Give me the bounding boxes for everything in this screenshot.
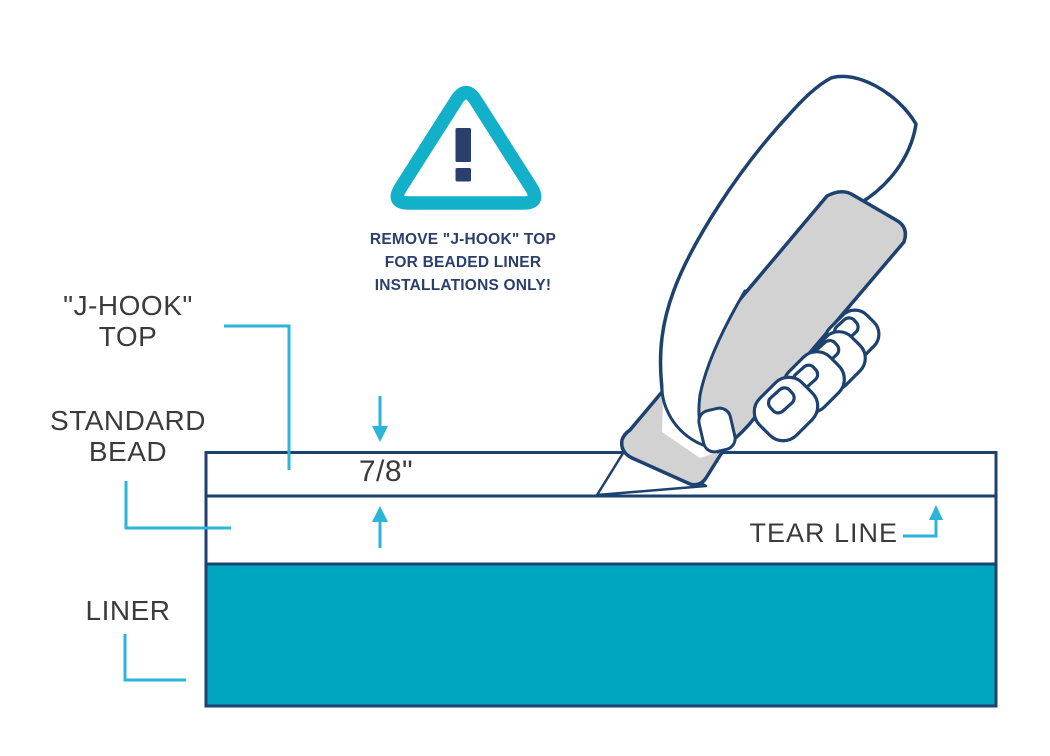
tear-line-leader-line [903, 518, 938, 538]
warning-caption: REMOVE "J-HOOK" TOP FOR BEADED LINER INS… [338, 229, 588, 297]
label-jhook-top: "J-HOOK" TOP [30, 290, 226, 353]
fingers [752, 308, 881, 443]
tear-line-arrowhead-icon [929, 505, 943, 520]
warning-triangle-icon [390, 85, 542, 210]
liner-band [206, 564, 996, 706]
label-jhook-top-line1: "J-HOOK" [63, 290, 193, 321]
label-tear-line: TEAR LINE [749, 518, 898, 548]
jhook-leader-line [224, 324, 291, 470]
leader-lines [123, 324, 938, 682]
liner-leader-line [123, 634, 186, 682]
label-measurement: 7/8" [358, 455, 414, 488]
warning-caption-line2: FOR BEADED LINER [384, 253, 542, 271]
exclamation-bar [455, 128, 471, 162]
arrowheads [372, 426, 943, 522]
label-standard-bead: STANDARD BEAD [30, 405, 226, 468]
label-jhook-top-line2: TOP [98, 320, 158, 352]
standard-bead-leader-line [124, 481, 231, 530]
label-standard-bead-line1: STANDARD [50, 405, 206, 436]
warning-caption-line3: INSTALLATIONS ONLY! [374, 276, 552, 294]
fingernail [766, 386, 796, 415]
finger-index [752, 375, 820, 443]
label-standard-bead-line2: BEAD [88, 435, 168, 467]
warning-caption-line1: REMOVE "J-HOOK" TOP [369, 231, 557, 248]
measure-arrowhead-up-icon [372, 506, 388, 522]
palm-overlap [662, 290, 745, 458]
exclamation-dot [455, 168, 471, 182]
hand-with-utility-knife [595, 74, 918, 497]
thumb [697, 406, 737, 454]
label-liner: LINER [85, 595, 171, 626]
measure-arrowhead-down-icon [372, 426, 388, 442]
band-outline [204, 451, 998, 708]
